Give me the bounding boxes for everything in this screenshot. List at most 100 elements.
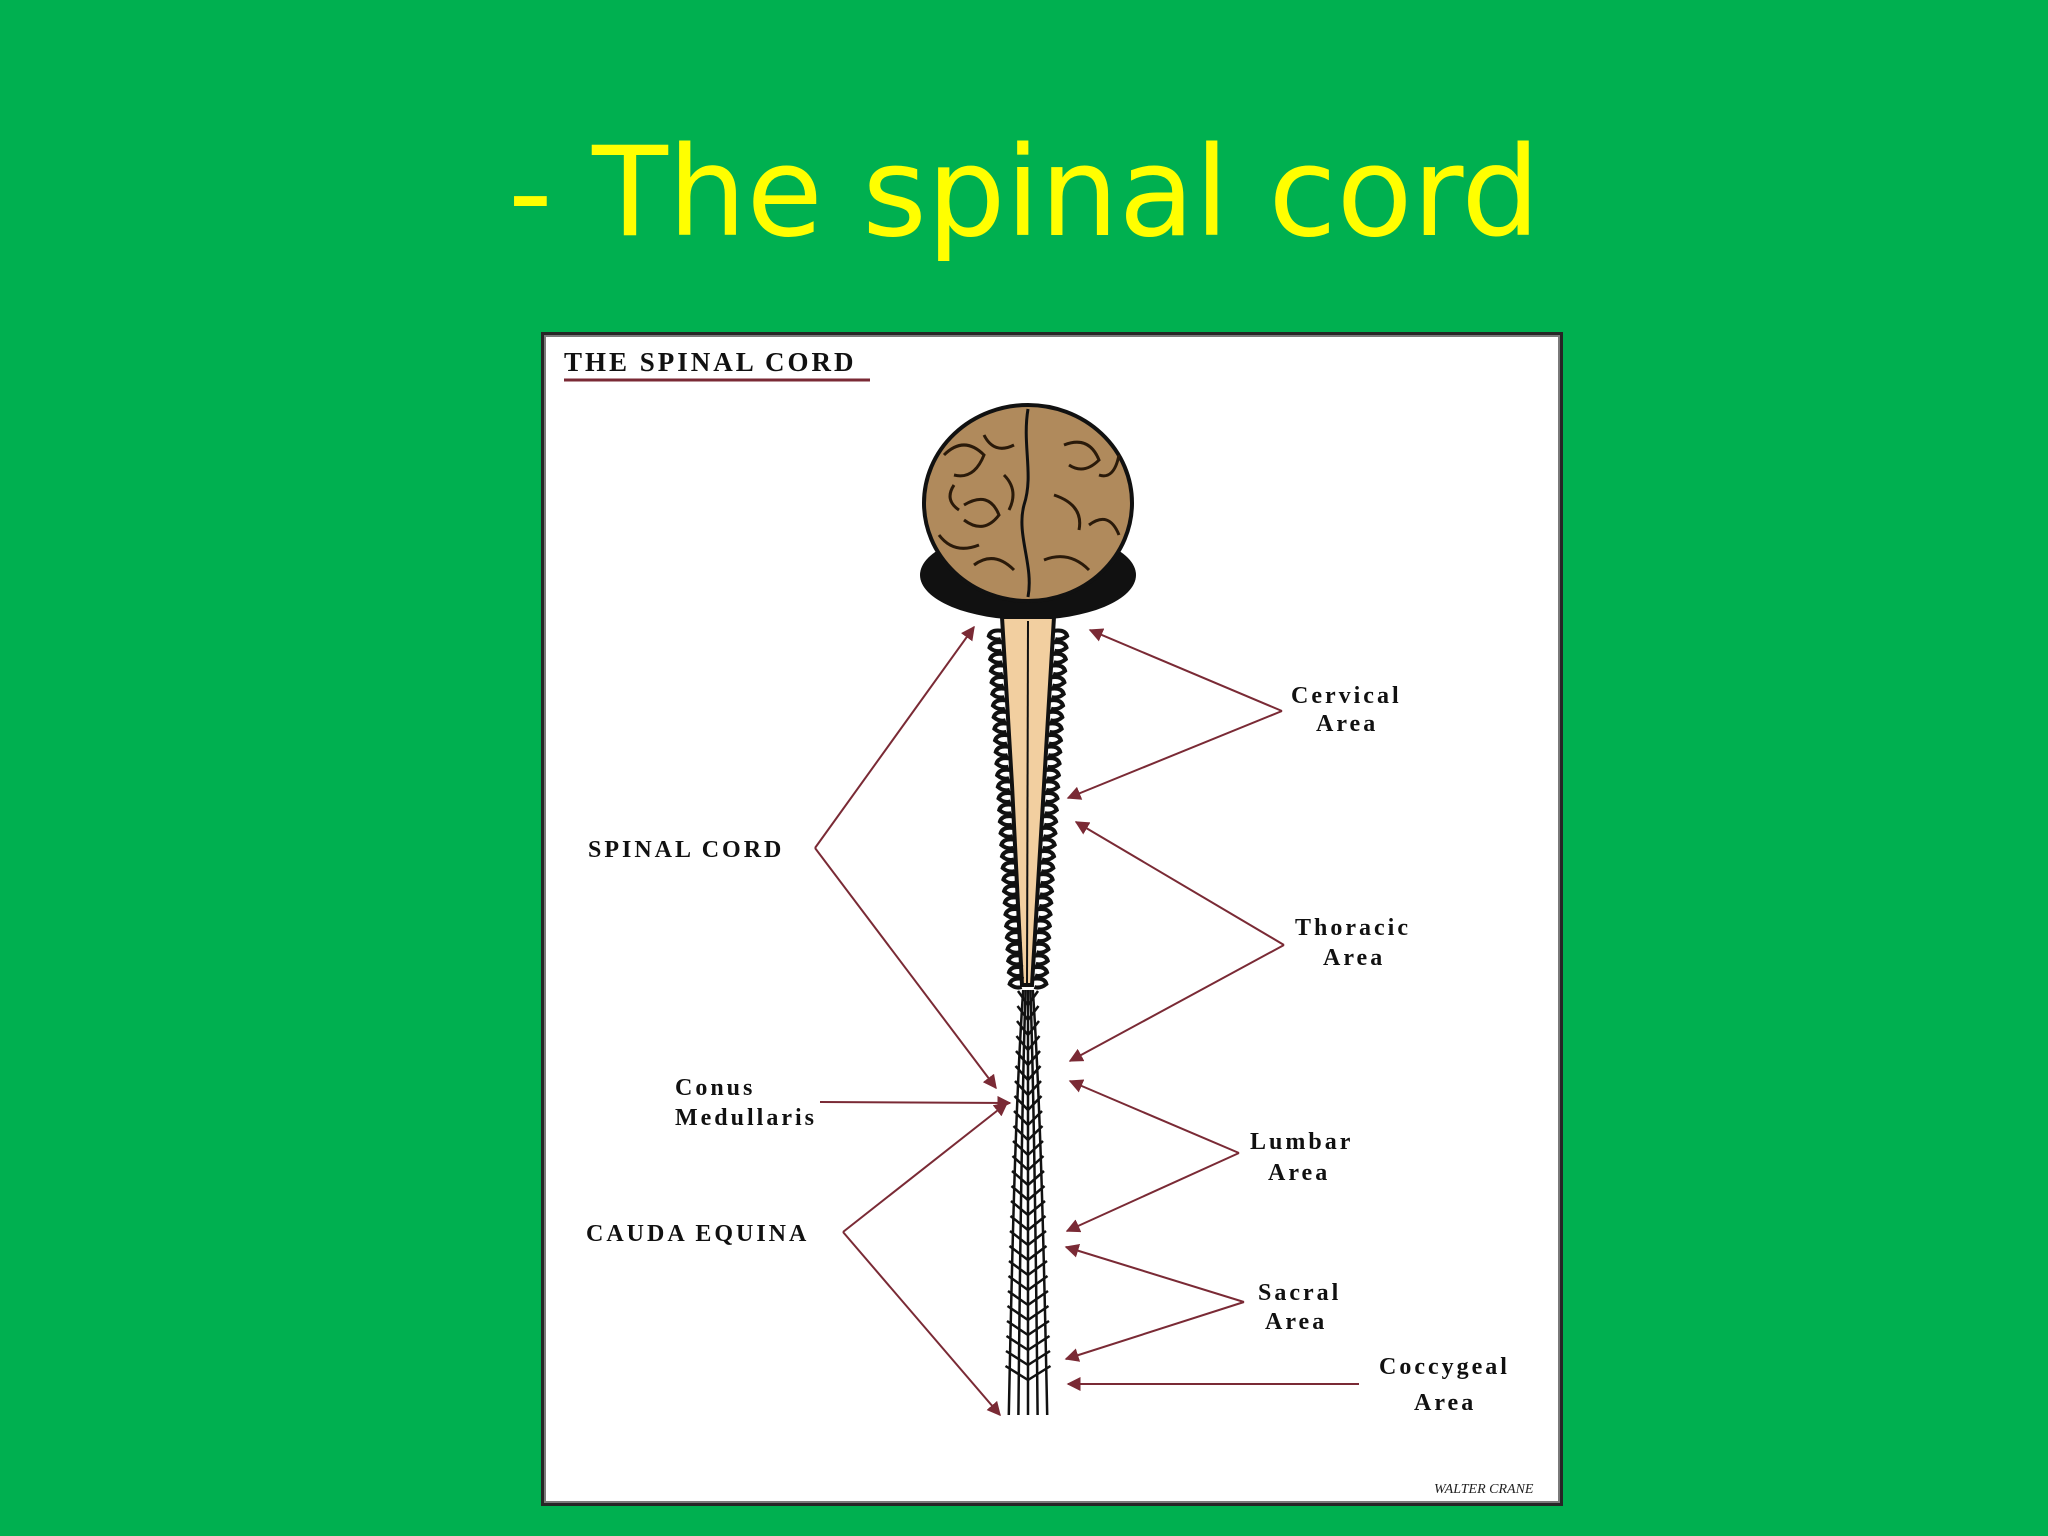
nerve-root-left (1005, 941, 1022, 955)
nerve-root-left (986, 628, 1004, 642)
cauda-branch-left (1013, 1095, 1029, 1111)
cauda-branch-left (1006, 1304, 1029, 1322)
nerve-root-right (1036, 906, 1053, 920)
cauda-branch-left (1009, 1215, 1029, 1231)
nerve-root-left (1000, 860, 1018, 874)
nerve-root-right (1035, 918, 1053, 932)
nerve-root-right (1050, 663, 1068, 677)
nerve-root-right (1040, 837, 1057, 851)
nerve-root-left (987, 640, 1004, 654)
nerve-root-right (1041, 825, 1058, 839)
label-coccygeal-line2: Area (1414, 1390, 1476, 1416)
cauda-branch-left (1008, 1259, 1029, 1277)
nerve-root-right (1042, 802, 1060, 816)
nerve-root-right (1043, 790, 1060, 804)
nerve-root-right (1050, 674, 1067, 688)
cauda-branch-right (1027, 1274, 1049, 1292)
cauda-branch-left (1012, 1125, 1029, 1141)
nerve-root-right (1048, 698, 1066, 712)
label-conus-line2: Medullaris (675, 1105, 817, 1131)
cauda-branch-left (1010, 1185, 1029, 1201)
nerve-root-left (998, 825, 1015, 839)
cauda-branch-right (1027, 1200, 1046, 1216)
label-spinal-cord: SPINAL CORD (588, 837, 784, 863)
label-lumbar-line2: Area (1268, 1160, 1330, 1186)
cauda-branch-left (1016, 990, 1030, 1006)
nerve-root-right (1032, 976, 1049, 990)
cauda-branch-left (1011, 1155, 1029, 1171)
cauda-branch-right (1027, 1289, 1049, 1307)
nerve-root-right (1036, 895, 1054, 909)
cauda-branch-left (1015, 1050, 1029, 1066)
nerve-root-right (1051, 651, 1069, 665)
cauda-branch-left (1007, 1289, 1029, 1307)
cauda-branch-left (1009, 1230, 1029, 1246)
spinal-cord-diagram: THE SPINAL CORD (564, 347, 1534, 1497)
nerve-root-left (1007, 976, 1024, 990)
nerve-root-right (1039, 848, 1057, 862)
label-thoracic-line1: Thoracic (1295, 915, 1411, 941)
cauda-branch-left (1008, 1245, 1029, 1261)
nerve-root-right (1045, 756, 1062, 770)
cauda-branch-left (1014, 1065, 1029, 1081)
nerve-root-left (997, 814, 1015, 828)
label-conus-line1: Conus (675, 1075, 755, 1101)
label-lumbar-line1: Lumbar (1250, 1129, 1353, 1155)
nerve-root-left (992, 721, 1009, 735)
nerve-root-left (991, 709, 1009, 723)
cauda-branch-left (1004, 1364, 1029, 1382)
nerve-root-right (1034, 941, 1051, 955)
nerve-root-left (994, 756, 1011, 770)
label-cauda-equina: CAUDA EQUINA (586, 1221, 809, 1247)
nerve-root-left (995, 779, 1013, 793)
nerve-root-left (990, 698, 1008, 712)
nerve-root-right (1052, 640, 1069, 654)
nerve-root-right (1047, 721, 1064, 735)
nerve-root-right (1033, 953, 1051, 967)
cauda-branch-right (1027, 1035, 1041, 1051)
cauda-branch-right (1027, 1140, 1044, 1156)
cauda-branch-right (1027, 1155, 1045, 1171)
cauda-branch-left (1005, 1334, 1029, 1352)
nerve-root-right (1049, 686, 1066, 700)
cauda-branch-left (1005, 1349, 1029, 1367)
nerve-root-right (1038, 860, 1056, 874)
nerve-root-left (1004, 930, 1022, 944)
cauda-branch-right (1027, 1065, 1042, 1081)
nerve-root-left (992, 732, 1010, 746)
nerve-root-left (990, 686, 1007, 700)
label-arrows (814, 625, 1359, 1417)
cauda-branch-left (1016, 1005, 1029, 1021)
cauda-branch-right (1027, 1110, 1043, 1126)
artist-signature: WALTER CRANE (1434, 1482, 1534, 1497)
cauda-branch-right (1027, 1215, 1047, 1231)
cauda-branch-right (1026, 990, 1040, 1006)
nerve-root-right (1052, 628, 1070, 642)
cauda-branch-left (1016, 1020, 1029, 1036)
cauda-branch-left (1007, 1274, 1029, 1292)
nerve-roots (986, 628, 1070, 990)
cauda-branch-right (1027, 1095, 1043, 1111)
cauda-branch-left (1010, 1200, 1029, 1216)
label-cervical-line1: Cervical (1291, 683, 1402, 709)
nerve-root-left (1006, 964, 1024, 978)
cauda-branch-left (1014, 1080, 1029, 1096)
cauda-branch-right (1027, 1304, 1050, 1322)
nerve-root-right (1045, 744, 1063, 758)
cauda-branch-right (1027, 1020, 1040, 1036)
nerve-root-left (1003, 918, 1021, 932)
nerve-root-left (1003, 906, 1020, 920)
nerve-root-right (1044, 767, 1062, 781)
cauda-branch-right (1027, 1245, 1048, 1261)
cauda-branch-right (1027, 1364, 1052, 1382)
nerve-root-left (993, 744, 1011, 758)
cauda-branch-left (1013, 1110, 1029, 1126)
nerve-root-right (1032, 964, 1050, 978)
spinal-cord-figure: THE SPINAL CORD (541, 332, 1563, 1506)
brain-illustration (920, 403, 1136, 620)
cauda-branch-right (1027, 1230, 1047, 1246)
figure-heading: THE SPINAL CORD (564, 347, 857, 377)
nerve-root-left (999, 848, 1017, 862)
cauda-equina-strands (1004, 989, 1052, 1416)
cauda-branch-right (1027, 1080, 1042, 1096)
